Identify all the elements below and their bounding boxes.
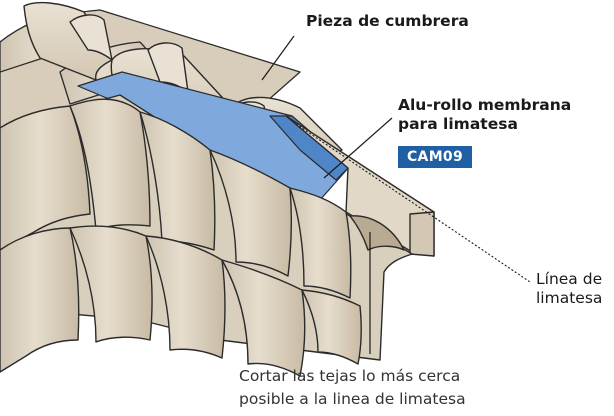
hip-line-label-line1: Línea de	[536, 270, 603, 288]
membrane-label: Alu-rollo membrana para limatesa	[398, 96, 571, 134]
membrane-label-line1: Alu-rollo membrana	[398, 96, 572, 114]
cut-note-line2: posible a la linea de limatesa	[239, 390, 466, 408]
product-code-badge: CAM09	[398, 146, 472, 168]
hip-line-label: Línea de limatesa	[536, 270, 602, 308]
cut-note-line1: Cortar las tejas lo más cerca	[239, 367, 461, 385]
hip-end-cap	[285, 115, 435, 257]
ridge-piece-label: Pieza de cumbrera	[306, 12, 469, 30]
membrane-leader	[323, 117, 393, 179]
hip-line-label-line2: limatesa	[536, 289, 603, 307]
hip-line-dotted	[295, 123, 531, 283]
membrane-label-line2: para limatesa	[398, 115, 518, 133]
lower-roof-tiles	[0, 94, 413, 377]
ridge-leader	[261, 35, 295, 81]
leader-lines	[261, 35, 531, 354]
cut-note-label: Cortar las tejas lo más cerca posible a …	[239, 365, 466, 411]
